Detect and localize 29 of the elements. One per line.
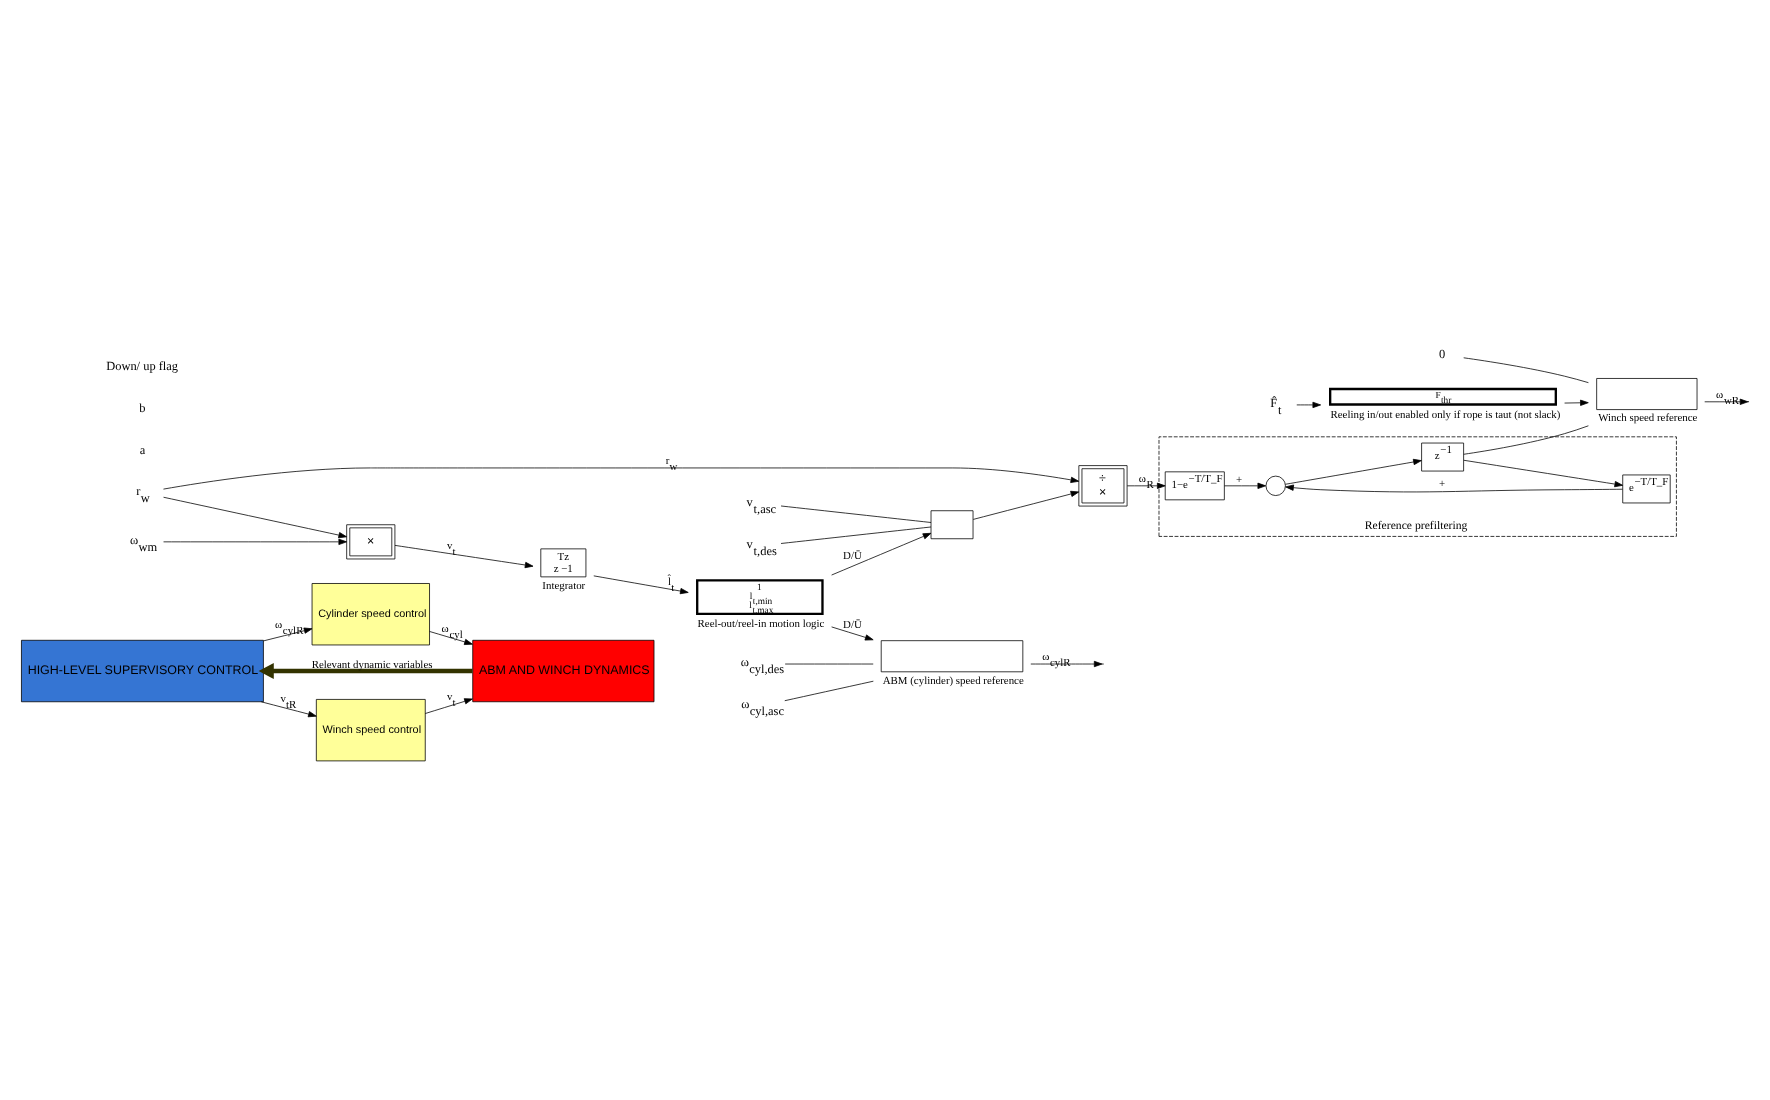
arrow: [163, 466, 1080, 489]
arrow: [831, 531, 932, 575]
arrow: [1224, 481, 1267, 488]
arrow: [394, 544, 534, 568]
arrow: [429, 630, 473, 644]
arrow: [1126, 481, 1166, 488]
arrow: [163, 495, 347, 538]
connector: [780, 504, 932, 522]
node-box: [930, 509, 974, 539]
arrow: [1704, 397, 1749, 404]
arrow: [424, 697, 473, 713]
arrow: [593, 574, 689, 594]
arrow: [260, 700, 317, 717]
arrow: [831, 625, 874, 640]
arrow: [1285, 483, 1623, 492]
arrow: [163, 537, 347, 544]
arrow: [1564, 398, 1589, 405]
arrow: [1463, 458, 1624, 487]
arrow: [1296, 400, 1322, 408]
node-circle: [1265, 474, 1286, 495]
arrow: [263, 626, 313, 641]
connector: [1463, 356, 1589, 383]
arrow: [258, 662, 473, 678]
connector: [784, 679, 874, 701]
arrow: [972, 489, 1080, 519]
connector: [780, 525, 932, 543]
arrow: [1030, 659, 1103, 667]
arrow: [1284, 457, 1422, 484]
connector: [1463, 424, 1589, 454]
